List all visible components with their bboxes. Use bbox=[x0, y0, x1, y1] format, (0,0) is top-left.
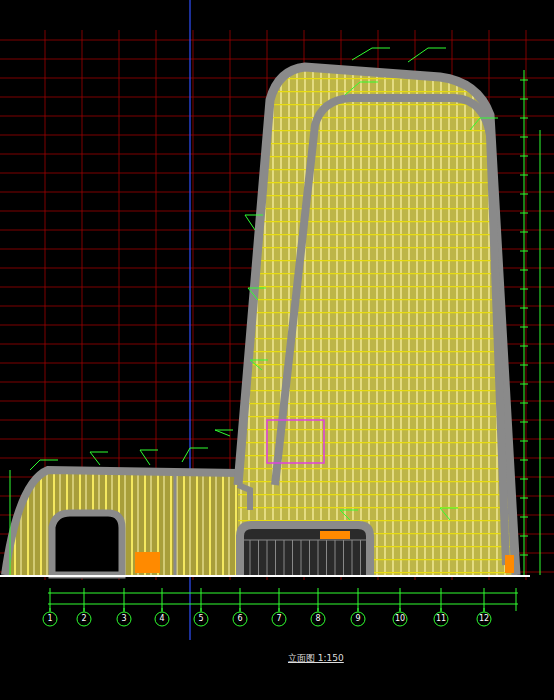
leader-lines bbox=[30, 48, 498, 520]
canopy-sign bbox=[320, 531, 350, 539]
axis-number: 5 bbox=[193, 614, 209, 624]
axis-number: 9 bbox=[350, 614, 366, 624]
axis-number: 6 bbox=[232, 614, 248, 624]
axis-number: 4 bbox=[154, 614, 170, 624]
tower-facade bbox=[238, 67, 516, 575]
axis-number: 10 bbox=[392, 614, 408, 624]
door-panel bbox=[135, 552, 160, 573]
entrance bbox=[243, 528, 367, 575]
ground-line bbox=[0, 575, 530, 577]
axis-number: 8 bbox=[310, 614, 326, 624]
tower-base-joint bbox=[238, 485, 250, 510]
axis-bubbles bbox=[43, 608, 491, 626]
entrance-mullions bbox=[243, 540, 367, 575]
tower-inner-frame bbox=[275, 98, 506, 565]
axis-number: 7 bbox=[271, 614, 287, 624]
axis-number: 11 bbox=[433, 614, 449, 624]
axis-number: 3 bbox=[116, 614, 132, 624]
podium-joint bbox=[174, 472, 177, 575]
entrance-frame bbox=[240, 525, 370, 575]
podium-facade bbox=[5, 470, 244, 575]
podium-arch bbox=[52, 513, 122, 575]
grid-lines bbox=[0, 30, 554, 580]
axis-number: 12 bbox=[476, 614, 492, 624]
axis-number: 1 bbox=[42, 614, 58, 624]
podium-outline bbox=[5, 470, 238, 575]
dimension-lines bbox=[10, 70, 540, 611]
tower-outline bbox=[238, 67, 516, 575]
drawing-caption: 立面图 1:150 bbox=[288, 652, 344, 665]
door-panel bbox=[505, 555, 514, 573]
detail-marker bbox=[267, 420, 324, 463]
axis-number: 2 bbox=[76, 614, 92, 624]
